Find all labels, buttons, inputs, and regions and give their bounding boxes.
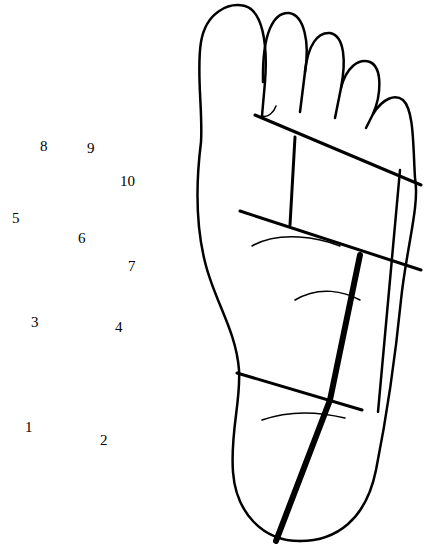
callout-number: 1 xyxy=(25,420,33,435)
callout-number: 8 xyxy=(40,139,48,154)
callout-number: 6 xyxy=(78,231,86,246)
callout-number: 7 xyxy=(128,259,136,274)
callout-number: 4 xyxy=(115,320,123,335)
callout-number: 2 xyxy=(100,433,108,448)
callout-number: 9 xyxy=(87,141,95,156)
callout-number: 3 xyxy=(31,315,39,330)
callout-number: 5 xyxy=(12,211,20,226)
callout-number: 10 xyxy=(120,174,135,189)
